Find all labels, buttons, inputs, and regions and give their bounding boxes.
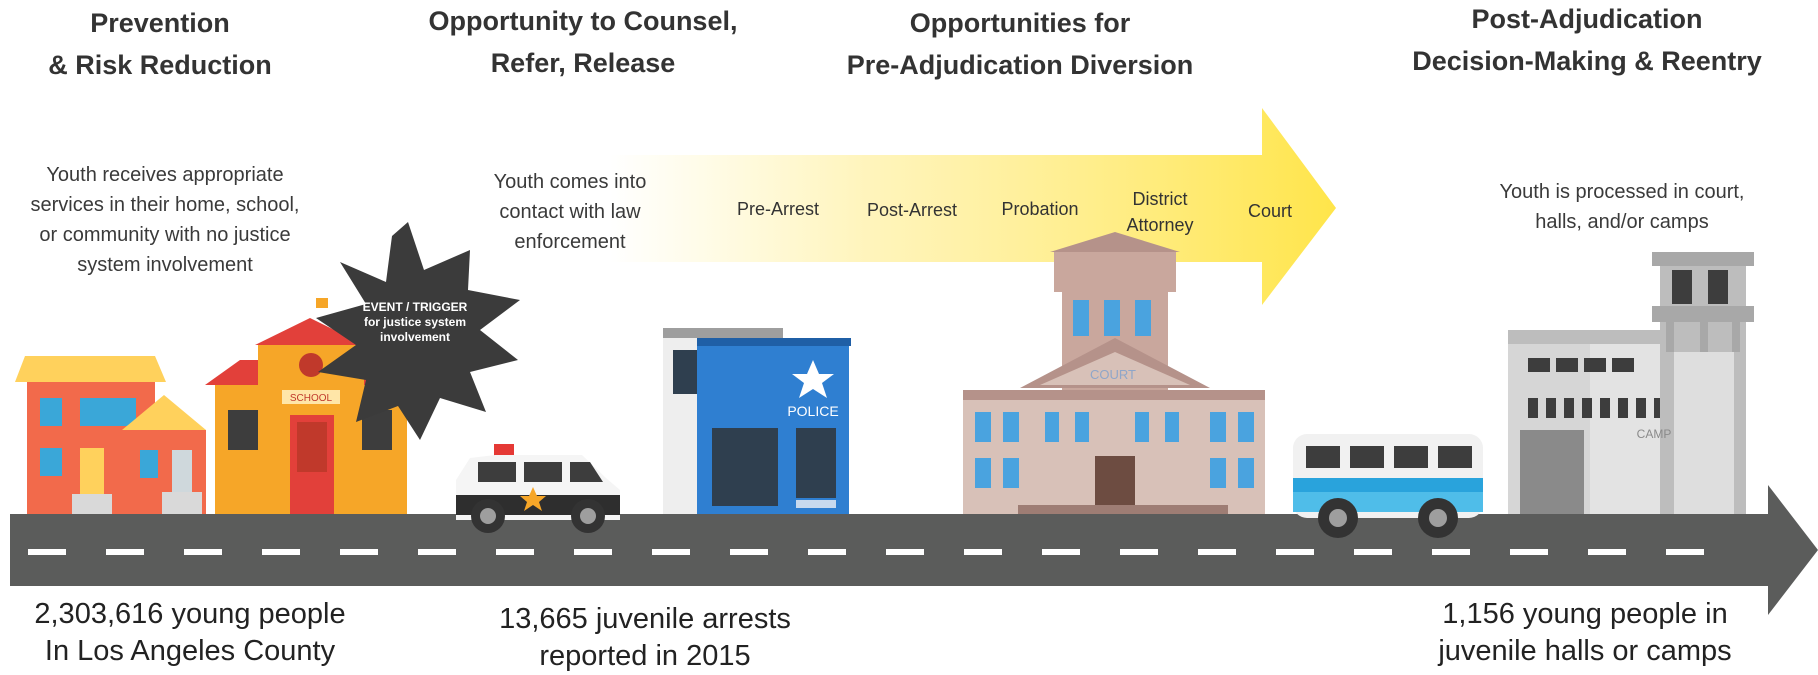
- camp-sign: CAMP: [1637, 427, 1672, 441]
- road: [10, 485, 1818, 615]
- prevention-stat: 2,303,616 young people In Los Angeles Co…: [20, 596, 360, 670]
- post-adjudication-description: Youth is processed in court, halls, and/…: [1462, 177, 1782, 237]
- description-line: contact with law: [499, 201, 641, 223]
- stage-title-line: Decision-Making & Reentry: [1412, 46, 1762, 76]
- trigger-line: for justice system: [363, 315, 467, 329]
- stat-line: 2,303,616 young people: [34, 598, 346, 630]
- bus: [1293, 434, 1483, 538]
- stage-title-line: Prevention: [90, 8, 230, 38]
- diversion-point-pre-arrest: Pre-Arrest: [736, 199, 819, 219]
- camp-building: CAMP: [1508, 252, 1754, 514]
- description-line: Youth comes into: [493, 171, 647, 193]
- stage-title-line: Post-Adjudication: [1471, 4, 1703, 34]
- description-line: services in their home, school,: [30, 194, 300, 216]
- trigger-line: involvement: [379, 330, 451, 344]
- description-line: or community with no justice: [39, 224, 291, 246]
- school-building: SCHOOL: [205, 318, 415, 514]
- court-sign: COURT: [1090, 367, 1136, 382]
- police-sign: POLICE: [787, 403, 838, 419]
- diversion-point-court: Court: [1247, 201, 1292, 221]
- stage-title-line: Pre-Adjudication Diversion: [846, 50, 1194, 80]
- stat-line: juvenile halls or camps: [1438, 635, 1732, 667]
- event-trigger-text: EVENT / TRIGGER for justice system invol…: [340, 300, 490, 345]
- stage-title-line: Opportunity to Counsel,: [428, 6, 738, 36]
- arrests-stat: 13,665 juvenile arrests reported in 2015: [470, 601, 820, 675]
- stage-title-diversion: Opportunities for Pre-Adjudication Diver…: [830, 2, 1210, 86]
- diversion-point-probation: Probation: [1001, 199, 1079, 219]
- school-sign: SCHOOL: [290, 393, 333, 404]
- diversion-point-district-attorney: District Attorney: [1126, 189, 1194, 235]
- stage-title-post-adjudication: Post-Adjudication Decision-Making & Reen…: [1392, 0, 1782, 82]
- description-line: enforcement: [514, 231, 626, 253]
- event-trigger-burst: [316, 222, 520, 440]
- description-line: Youth receives appropriate: [46, 164, 284, 186]
- detention-stat: 1,156 young people in juvenile halls or …: [1410, 596, 1760, 670]
- stat-line: 1,156 young people in: [1442, 598, 1728, 630]
- stat-line: In Los Angeles County: [44, 635, 336, 667]
- description-line: system involvement: [77, 254, 253, 276]
- prevention-description: Youth receives appropriate services in t…: [0, 160, 330, 280]
- stat-line: reported in 2015: [539, 640, 751, 672]
- description-line: Youth is processed in court,: [1499, 181, 1745, 203]
- stage-title-prevention: Prevention & Risk Reduction: [40, 2, 280, 86]
- counsel-description: Youth comes into contact with law enforc…: [470, 167, 670, 257]
- description-line: halls, and/or camps: [1535, 211, 1709, 233]
- police-car: [456, 444, 620, 533]
- police-station: POLICE: [663, 328, 851, 514]
- diversion-point-post-arrest: Post-Arrest: [866, 200, 958, 220]
- stage-title-line: Opportunities for: [909, 8, 1131, 38]
- stat-line: 13,665 juvenile arrests: [499, 603, 791, 635]
- stage-title-counsel: Opportunity to Counsel, Refer, Release: [398, 0, 768, 84]
- stage-title-line: & Risk Reduction: [48, 50, 272, 80]
- courthouse: COURT: [963, 232, 1265, 514]
- stage-title-line: Refer, Release: [490, 48, 676, 78]
- house-small: [122, 395, 206, 514]
- trigger-line: EVENT / TRIGGER: [362, 300, 468, 314]
